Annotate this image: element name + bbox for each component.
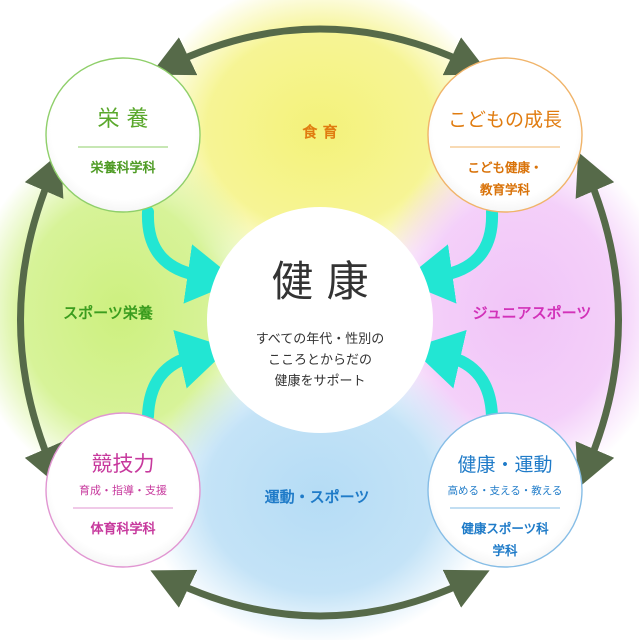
- center-title: 健 康: [271, 257, 368, 306]
- node-bottom-left-sub: 育成・指導・支援: [79, 483, 167, 497]
- center-line-2: こころとからだの: [268, 353, 372, 368]
- node-top-right-dept-1: こども健康・: [467, 160, 542, 175]
- center-line-3: 健康をサポート: [274, 373, 365, 389]
- sector-bottom-bg: [145, 345, 495, 640]
- node-bottom-left: 競技力 育成・指導・支援 体育科学科: [45, 412, 201, 568]
- node-bottom-right-dept-2: 学科: [492, 543, 518, 558]
- double-arrow-top: [150, 25, 490, 76]
- sector-labels: 食 育 スポーツ栄養 ジュニアスポーツ 運動・スポーツ: [63, 123, 591, 506]
- sector-label-top: 食 育: [302, 123, 337, 141]
- sector-label-bottom: 運動・スポーツ: [265, 488, 370, 506]
- double-arrow-left: [17, 152, 64, 488]
- node-top-left: 栄 養 栄養科学科: [45, 57, 201, 213]
- arrow-from-bottom-left: [142, 329, 230, 422]
- node-top-left-dept: 栄養科学科: [89, 160, 155, 176]
- node-bottom-right-title: 健康・運動: [457, 454, 552, 476]
- center-line-1: すべての年代・性別の: [256, 332, 385, 347]
- arrow-from-top-left: [141, 206, 238, 304]
- outer-cycle-arrows: [17, 25, 622, 620]
- node-bottom-right-dept-1: 健康スポーツ科: [461, 521, 549, 536]
- double-arrow-bottom: [150, 569, 490, 620]
- node-top-right-dept-2: 教育学科: [479, 182, 531, 197]
- inner-arrows: [141, 206, 499, 422]
- node-top-right-title: こどもの成長: [448, 109, 562, 131]
- arrow-from-top-right: [402, 206, 499, 304]
- double-arrow-right: [575, 152, 622, 488]
- node-top-left-title: 栄 養: [98, 107, 149, 132]
- node-top-right: こどもの成長 こども健康・ 教育学科: [427, 57, 583, 213]
- node-bottom-left-dept: 体育科学科: [90, 521, 155, 537]
- arrow-from-bottom-right: [410, 329, 498, 422]
- node-bottom-left-title: 競技力: [92, 452, 155, 476]
- center-node: 健 康 すべての年代・性別の こころとからだの 健康をサポート: [207, 207, 433, 433]
- node-bottom-right-sub: 高める・支える・教える: [448, 484, 563, 497]
- sector-label-left: スポーツ栄養: [63, 304, 154, 322]
- node-bottom-right: 健康・運動 高める・支える・教える 健康スポーツ科 学科: [427, 412, 583, 568]
- sector-label-right: ジュニアスポーツ: [473, 304, 592, 322]
